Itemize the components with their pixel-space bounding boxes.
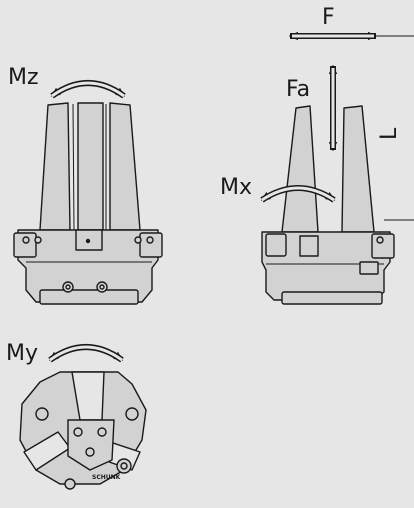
side-view-gripper: [261, 105, 395, 305]
side-left-finger: [281, 105, 319, 233]
brand-logo-text: SCHUNK: [92, 474, 121, 481]
f-label: F: [322, 5, 335, 30]
front-view-gripper: [13, 102, 163, 305]
mx-label: Mx: [220, 175, 252, 200]
fa-label: Fa: [286, 77, 310, 102]
side-right-finger: [341, 105, 375, 233]
my-label: My: [6, 341, 38, 366]
front-middle-finger: [77, 102, 104, 231]
mz-label: Mz: [8, 65, 39, 90]
front-left-finger: [39, 102, 71, 231]
top-view-gripper: [19, 371, 147, 490]
front-base-plate: [39, 289, 139, 305]
front-right-finger: [109, 102, 141, 231]
l-label: L: [377, 127, 402, 140]
side-base-plate: [281, 291, 383, 305]
